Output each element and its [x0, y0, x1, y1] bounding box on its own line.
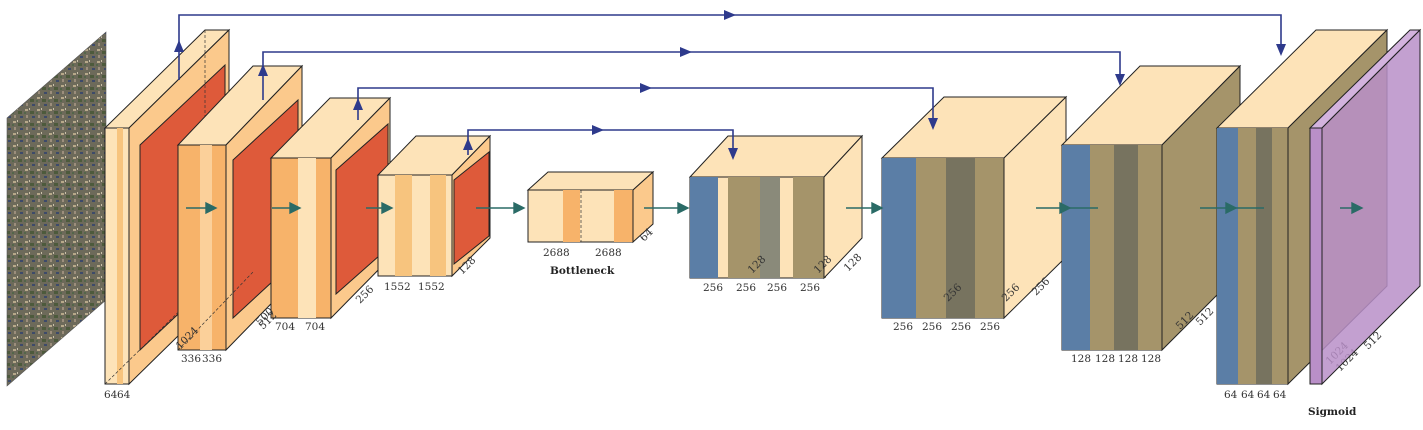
slab-face-band-2 — [430, 175, 446, 276]
decoder-block-2: 256 256 256 256 256 256 256 — [880, 95, 1068, 333]
slab-face-band-2 — [614, 190, 633, 242]
slab-face-light — [200, 145, 212, 350]
slab-face-light — [298, 158, 316, 318]
decoder-1-label-c: 256 — [767, 282, 787, 294]
forward-arrows — [186, 201, 1364, 215]
decoder-block-1: 256 256 256 256 128 128 128 — [688, 134, 864, 294]
decoder-4-label-d: 64 — [1273, 389, 1287, 401]
decoder-4-label-c: 64 — [1257, 389, 1271, 401]
decoder-4-label-a: 64 — [1224, 389, 1238, 401]
encoder-1-label-b: 64 — [117, 389, 131, 401]
decoder-3-label-c: 128 — [1118, 353, 1138, 365]
slab-face-grey — [1256, 128, 1272, 384]
bottleneck-label-a: 2688 — [543, 247, 570, 259]
input-satellite-image — [6, 31, 107, 387]
decoder-2-label-b: 256 — [922, 321, 942, 333]
slab-face-blue — [1217, 128, 1238, 384]
decoder-3-label-d: 128 — [1141, 353, 1161, 365]
encoder-3-label-a: 704 — [275, 321, 295, 333]
slab-face-grey — [760, 177, 780, 278]
decoder-2-label-a: 256 — [893, 321, 913, 333]
slab-face-tan — [1238, 128, 1256, 384]
slab-face-blue — [690, 177, 718, 278]
output-caption: Sigmoid — [1308, 406, 1357, 418]
conv-feature-map — [453, 150, 490, 266]
slab-face-blue — [882, 158, 916, 318]
slab-face-band — [395, 175, 412, 276]
slab-face-grey — [1114, 145, 1138, 350]
decoder-1-label-d: 256 — [800, 282, 820, 294]
slab-face-tan — [1090, 145, 1114, 350]
slab-face-grey — [946, 158, 975, 318]
skip-arrowheads — [174, 10, 1286, 160]
decoder-2-label-c: 256 — [951, 321, 971, 333]
encoder-2-label-a: 336 — [181, 353, 201, 365]
encoder-3-label-b: 704 — [305, 321, 325, 333]
encoder-block-4: 1552 1552 128 — [376, 134, 492, 293]
decoder-3-label-b: 128 — [1095, 353, 1115, 365]
slab-top — [526, 171, 655, 191]
slab-face-inner — [117, 128, 123, 384]
decoder-3-label-a: 128 — [1071, 353, 1091, 365]
decoder-1-label-a: 256 — [703, 282, 723, 294]
slab-face-tan-2 — [975, 158, 1004, 318]
encoder-2-label-b: 336 — [202, 353, 222, 365]
encoder-block-3: 500 512 704 704 256 — [254, 96, 392, 333]
slab-side — [823, 134, 863, 280]
slab-face-tan — [916, 158, 946, 318]
encoder-4-label-a: 1552 — [384, 281, 411, 293]
encoder-4-label-b: 1552 — [418, 281, 445, 293]
bottleneck-label-b: 2688 — [595, 247, 622, 259]
encoder-1-label-a: 64 — [104, 389, 118, 401]
slab-face-band — [563, 190, 580, 242]
slab-face-blue — [1062, 145, 1090, 350]
output-sigmoid-block: 512 Sigmoid — [1308, 28, 1422, 418]
decoder-2-label-d: 256 — [980, 321, 1000, 333]
bottleneck-caption: Bottleneck — [550, 265, 615, 277]
slab-face-tan — [728, 177, 760, 278]
decoder-1-label-b: 256 — [736, 282, 756, 294]
decoder-block-3: 128 128 128 128 512 512 — [1060, 64, 1242, 365]
output-face — [1309, 127, 1323, 385]
decoder-4-label-b: 64 — [1241, 389, 1255, 401]
slab-face-tan-2 — [1272, 128, 1288, 384]
slab-face-tan-2 — [1138, 145, 1162, 350]
slab-face-tan-2 — [793, 177, 826, 278]
bottleneck-block: 2688 2688 64 Bottleneck — [526, 170, 656, 277]
output-side — [1321, 28, 1421, 386]
slab-side — [632, 170, 654, 244]
